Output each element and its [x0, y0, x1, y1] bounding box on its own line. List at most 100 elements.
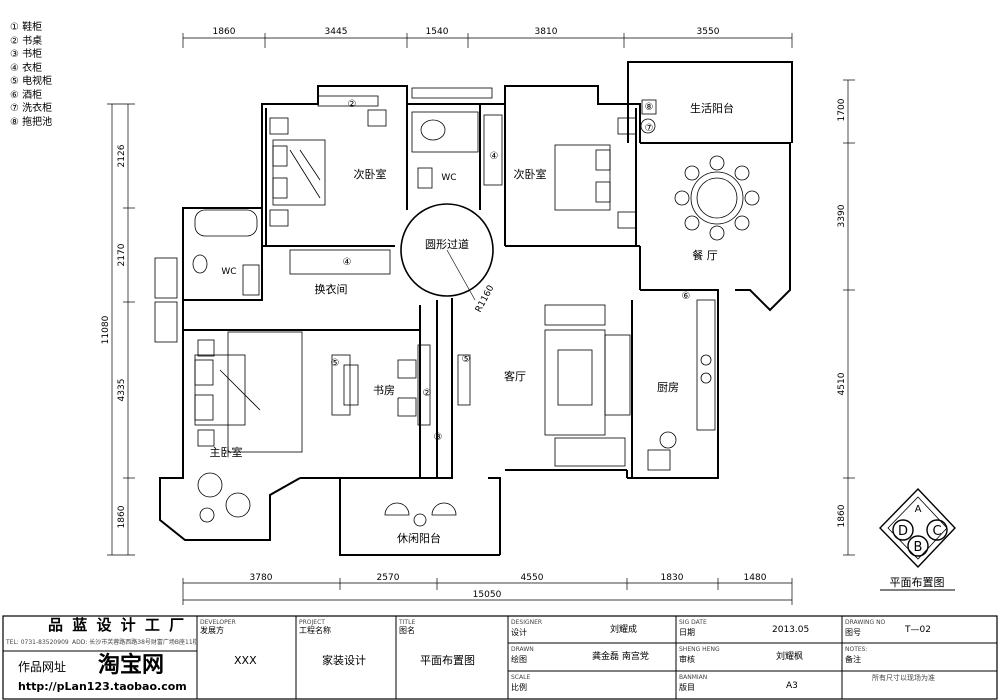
project-cn: 工程名称 — [299, 626, 331, 635]
dim-top-4: 3810 — [535, 27, 558, 37]
legend-item: ④ 衣柜 — [10, 62, 43, 74]
mark-bookcase: ③ — [434, 432, 443, 443]
mark-wardrobe-right: ④ — [490, 151, 499, 162]
label-study: 书房 — [373, 384, 395, 397]
drawn-en: DRAWN — [511, 646, 534, 653]
scale-cn: 比例 — [511, 683, 527, 692]
dim-right-4: 1860 — [837, 504, 847, 527]
dim-left-1: 2126 — [117, 144, 127, 167]
developer-en: DEVELOPER — [200, 619, 236, 626]
notes-cn: 备注 — [845, 655, 861, 664]
site-label: 作品网址 — [18, 660, 67, 674]
label-living: 客厅 — [504, 369, 526, 383]
legend-item: ⑦ 洗衣柜 — [10, 103, 53, 114]
legend-item: ⑧ 拖把池 — [10, 116, 53, 128]
dim-bottom-3: 4550 — [521, 573, 544, 583]
furniture — [154, 87, 760, 527]
version-cn: 版目 — [679, 683, 695, 692]
dim-top-2: 3445 — [325, 27, 348, 37]
label-wc-left: WC — [221, 267, 236, 277]
sig-date-cn: 日期 — [679, 628, 695, 637]
dim-right-3: 4510 — [837, 372, 847, 395]
drawing-no-cn: 图号 — [845, 628, 861, 637]
dimension-text: 1860 3445 1540 3810 3550 3780 2570 4550 … — [101, 27, 847, 600]
dim-left-2: 2170 — [117, 243, 127, 266]
dim-right-1: 1700 — [837, 98, 847, 121]
version-en: BANMIAN — [679, 674, 708, 681]
title-cn: 图名 — [399, 626, 415, 635]
mark-desk-study: ② — [423, 388, 432, 399]
label-wc-top: WC — [441, 173, 456, 183]
dim-right-2: 3390 — [837, 204, 847, 227]
notes-value: 所有尺寸以现场为准 — [872, 674, 935, 682]
drawn-value: 龚金磊 南宫党 — [592, 652, 649, 662]
dim-bottom-5: 1480 — [744, 573, 767, 583]
version-value: A3 — [786, 681, 798, 691]
dim-left-3: 4335 — [117, 379, 127, 402]
company-name: 品 蓝 设 计 工 厂 — [48, 616, 187, 634]
drawing-no-en: DRAWING NO — [845, 619, 886, 626]
sig-date-en: SIG DATE — [679, 619, 707, 626]
title-block-grid — [2, 615, 998, 700]
developer-value: XXX — [234, 654, 257, 667]
mark-tv-study: ⑤ — [331, 358, 340, 369]
compass-a: A — [915, 504, 922, 515]
dim-left-total: 11080 — [101, 315, 111, 344]
dim-top-1: 1860 — [213, 27, 236, 37]
label-kitchen: 厨房 — [657, 381, 679, 394]
dim-bottom-total: 15050 — [473, 590, 502, 600]
label-master-bedroom: 主卧室 — [210, 445, 243, 459]
dim-top-5: 3550 — [697, 27, 720, 37]
site-url[interactable]: http://pLan123.taobao.com — [18, 680, 187, 693]
site-brand: 淘宝网 — [98, 653, 165, 678]
mark-mop-sink: ⑧ — [645, 102, 654, 113]
mark-wine-cabinet: ⑥ — [682, 291, 691, 302]
dim-bottom-4: 1830 — [661, 573, 684, 583]
label-service-balcony: 生活阳台 — [690, 101, 734, 115]
notes-en: NOTES: — [845, 646, 868, 653]
sig-date-value: 2013.05 — [772, 625, 810, 635]
company-tel: TEL: 0731-83520909 — [6, 639, 69, 646]
mark-wardrobe-cloak: ④ — [343, 257, 352, 268]
label-leisure-balcony: 休闲阳台 — [397, 531, 441, 545]
title-value: 平面布置图 — [420, 654, 475, 667]
legend: ① 鞋柜 ② 书桌 ③ 书柜 ④ 衣柜 ⑤ 电视柜 ⑥ 酒柜 ⑦ 洗衣柜 ⑧ 拖… — [10, 21, 52, 129]
compass-b: B — [914, 540, 923, 555]
title-block: 品 蓝 设 计 工 厂 TEL: 0731-83520909 ADD: 长沙市芙… — [0, 614, 1000, 700]
project-value: 家装设计 — [322, 654, 366, 667]
legend-item: ③ 书柜 — [10, 49, 43, 60]
developer-cn: 发展方 — [200, 626, 224, 635]
label-cloakroom: 换衣间 — [315, 282, 348, 296]
dim-left-4: 1860 — [117, 505, 127, 528]
drawn-cn: 绘图 — [511, 655, 527, 664]
label-dining: 餐 厅 — [692, 248, 718, 262]
mark-tv-living: ⑤ — [462, 354, 471, 365]
floor-plan: 1860 3445 1540 3810 3550 3780 2570 4550 … — [101, 27, 956, 605]
label-bedroom-2-right: 次卧室 — [514, 167, 547, 181]
mark-desk-top: ② — [348, 99, 357, 110]
designer-value: 刘耀成 — [610, 625, 638, 635]
legend-item: ② 书桌 — [10, 35, 43, 47]
check-cn: 审核 — [679, 655, 695, 664]
legend-item: ① 鞋柜 — [10, 22, 43, 33]
compass-c: C — [932, 524, 941, 539]
designer-cn: 设计 — [511, 628, 527, 637]
scale-en: SCALE — [511, 674, 531, 681]
dimension-lines — [107, 33, 855, 605]
company-address: ADD: 长沙市芙蓉路西路38号财富广场B座11楼1107、08 — [72, 639, 196, 646]
check-en: SHENG HENG — [679, 646, 720, 653]
legend-item: ⑥ 酒柜 — [10, 89, 43, 101]
designer-en: DESIGNER — [511, 619, 543, 626]
dim-top-3: 1540 — [426, 27, 449, 37]
plan-title: 平面布置图 — [890, 576, 945, 589]
furniture-marks: ② ⑤ ⑤ ② ③ ④ ④ ⑧ ⑦ ⑥ — [331, 99, 691, 443]
drawing-no-value: T—02 — [905, 625, 931, 635]
legend-item: ⑤ 电视柜 — [10, 76, 53, 87]
round-corridor — [400, 203, 494, 297]
compass-d: D — [898, 524, 908, 539]
check-value: 刘耀枫 — [776, 652, 804, 662]
mark-laundry: ⑦ — [645, 123, 654, 134]
label-radius: R1160 — [474, 284, 497, 315]
label-bedroom-2-left: 次卧室 — [354, 167, 387, 181]
project-en: PROJECT — [299, 619, 325, 626]
